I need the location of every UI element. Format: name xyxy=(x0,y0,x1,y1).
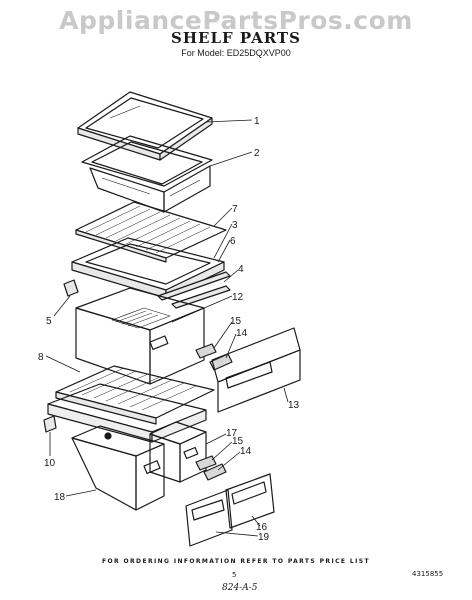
part-end-cap[interactable] xyxy=(63,279,79,297)
part-end-cap-lower[interactable] xyxy=(43,415,57,433)
model-subtitle: For Model: ED25DQXVP00 xyxy=(181,48,291,58)
callout-1: 1 xyxy=(254,116,260,127)
part-drawer-front-lower-right[interactable] xyxy=(225,473,275,529)
part-lower-frame[interactable] xyxy=(47,383,207,443)
part-glass-shelf[interactable] xyxy=(77,91,213,161)
callout-14-upper: 14 xyxy=(236,328,248,339)
callout-15-upper: 15 xyxy=(230,316,242,327)
part-crisper-pan-right[interactable] xyxy=(149,421,207,483)
callout-labels: 1 2 7 3 6 4 12 5 15 14 8 13 10 17 15 14 … xyxy=(38,116,300,543)
ordering-note: FOR ORDERING INFORMATION REFER TO PARTS … xyxy=(102,558,370,565)
part-slide-rail[interactable] xyxy=(157,271,231,309)
callout-7: 7 xyxy=(232,204,238,215)
callout-13: 13 xyxy=(288,400,300,411)
callout-5: 5 xyxy=(46,316,52,327)
part-drawer-front-upper[interactable] xyxy=(211,327,301,413)
callout-3: 3 xyxy=(232,220,238,231)
document-number: 4315855 xyxy=(412,570,444,578)
part-grid-cover[interactable] xyxy=(75,201,227,263)
part-cover-frame[interactable] xyxy=(71,237,225,299)
page-title: SHELF PARTS xyxy=(171,29,301,47)
page-number: 5 xyxy=(232,571,237,579)
callout-8: 8 xyxy=(38,352,44,363)
watermark: AppliancePartsPros.com xyxy=(59,6,413,35)
callout-4: 4 xyxy=(238,264,244,275)
callout-10: 10 xyxy=(44,458,56,469)
part-crisper-cover[interactable] xyxy=(55,365,215,425)
part-meat-pan[interactable] xyxy=(75,287,205,385)
part-crisper-tray[interactable] xyxy=(81,135,213,213)
callout-16: 16 xyxy=(256,522,268,533)
callout-2: 2 xyxy=(254,148,260,159)
handwritten-note: 824-A-5 xyxy=(222,583,258,593)
part-crisper-pan-left[interactable] xyxy=(71,425,165,511)
part-pan-clip-upper[interactable] xyxy=(195,343,233,371)
callout-14-lower: 14 xyxy=(240,446,252,457)
callout-12: 12 xyxy=(232,292,244,303)
callout-15-lower: 15 xyxy=(232,436,244,447)
callout-17: 17 xyxy=(226,428,238,439)
callout-19: 19 xyxy=(258,532,270,543)
part-drawer-front-lower-left[interactable] xyxy=(185,489,233,547)
part-pan-clip-lower[interactable] xyxy=(195,455,227,481)
callout-18: 18 xyxy=(54,492,66,503)
callout-6: 6 xyxy=(230,236,236,247)
leader-lines xyxy=(45,119,289,537)
